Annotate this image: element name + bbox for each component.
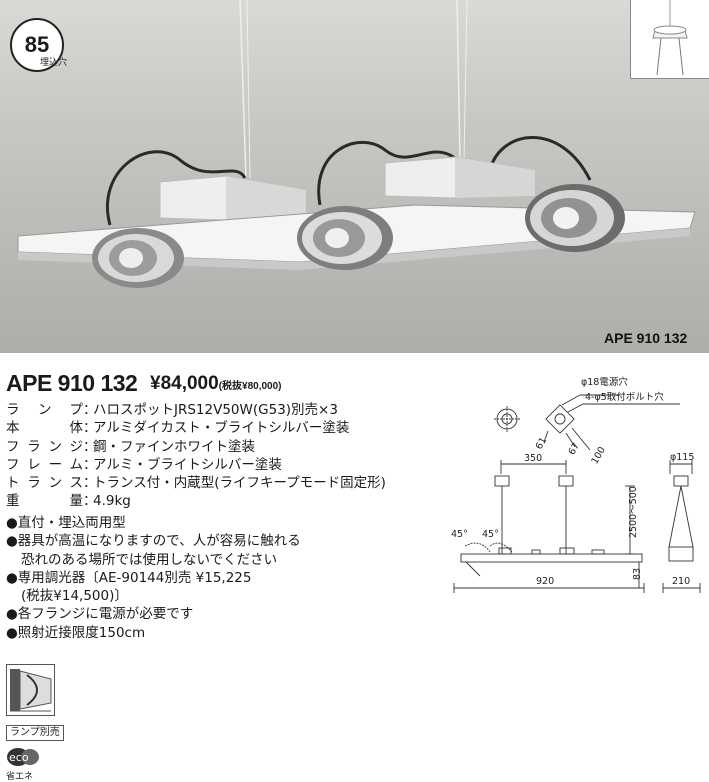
lamp-head-left [92,228,184,288]
spec-value: アルミダイカスト・ブライトシルバー塗装 [93,420,350,437]
spec-list: ランプ：ハロスポットJRS12V50W(G53)別売×3 本体：アルミダイカスト… [6,401,386,511]
notes-list: ●直付・埋込両用型 ●器具が高温になりますので、人が容易に触れる 恐れのある場所… [6,514,301,642]
ceiling-mount-inset [630,0,709,79]
spec-separator: ： [83,402,97,418]
note-distance: ●照射近接限度150cm [6,624,146,641]
note-power: ●各フランジに電源が必要です [6,606,194,623]
hole-size-badge: 85 [10,18,64,72]
spec-row: フレーム：アルミ・ブライトシルバー塗装 [6,456,386,474]
spec-row: ランプ：ハロスポットJRS12V50W(G53)別売×3 [6,401,386,419]
product-photo: 85 埋込穴 APE 910 132 [0,0,709,353]
note-mount-type: ●直付・埋込両用型 [6,515,126,531]
spec-value: トランス付・内蔵型(ライフキープモード固定形) [93,475,386,492]
spec-separator: ： [83,438,97,455]
note-dimmer: ●専用調光器〔AE-90144別売 ¥15,225 [6,569,252,586]
label-angle-right: 45° [482,529,499,540]
photo-model-caption: APE 910 132 [604,330,688,346]
beam-angle-icon [6,664,55,716]
eco-sub-label: 省エネ [6,772,34,782]
label-920: 920 [536,576,554,587]
label-mount-hole: 4-φ5取付ボルト穴 [585,391,664,403]
label-100: 100 [589,445,608,466]
eco-leaf-icon: eco [7,748,39,766]
note-dimmer-cont: (税抜¥14,500)〕 [21,588,128,605]
spec-value: 4.9kg [93,493,131,510]
fixture-illustration [17,0,696,288]
label-67: 67 [567,441,583,457]
spec-separator: ： [83,456,97,473]
badge-sub-label: 埋込穴 [40,58,68,68]
label-350: 350 [524,453,542,464]
label-height: 2500～500 [628,486,639,538]
spec-row: 重量：4.9kg [6,492,386,510]
price-sub: (税抜¥80,000) [218,381,282,392]
price: ¥84,000(税抜¥80,000) [150,373,282,395]
price-value: ¥84,000 [150,373,219,394]
model-number: APE 910 132 [6,370,138,396]
label-power-hole: φ18電源穴 [581,376,628,388]
spec-label: 本体 [6,420,83,437]
label-115: φ115 [670,452,694,463]
label-angle-left: 45° [451,529,468,540]
spec-label: フレーム [6,456,83,473]
eco-label: eco [9,751,29,764]
note-heat-warning: ●器具が高温になりますので、人が容易に触れる [6,533,301,550]
spec-label: トランス [6,475,83,492]
spec-separator: ： [83,420,97,437]
label-83: 83 [632,568,643,580]
spec-separator: ： [83,475,97,492]
spec-separator: ： [83,493,97,510]
spec-row: 本体：アルミダイカスト・ブライトシルバー塗装 [6,419,386,437]
spec-row: トランス：トランス付・内蔵型(ライフキープモード固定形) [6,474,386,492]
lamp-sold-separately-tag: ランプ別売 [6,725,64,741]
label-61: 61 [534,435,550,451]
spec-value: 鋼・ファインホワイト塗装 [93,438,255,455]
spec-value: ハロスポットJRS12V50W(G53)別売×3 [93,402,338,418]
spec-label: ランプ [6,402,83,418]
dimension-drawing: φ18電源穴 4-φ5取付ボルト穴 61 67 100 350 φ115 250… [451,376,701,593]
lamp-head-right [525,184,625,252]
spec-label: 重量 [6,493,83,510]
spec-value: アルミ・ブライトシルバー塗装 [93,456,282,473]
label-210: 210 [672,576,690,587]
note-heat-warning-cont: 恐れのある場所では使用しないでください [21,551,278,568]
spec-row: フランジ：鋼・ファインホワイト塗装 [6,438,386,456]
spec-label: フランジ [6,438,83,455]
lamp-head-middle [297,206,393,270]
